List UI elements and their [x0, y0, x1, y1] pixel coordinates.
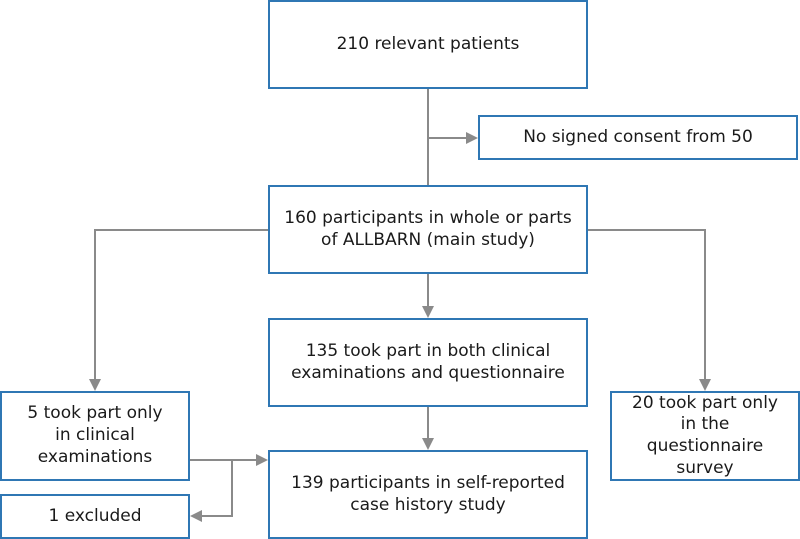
main-study-box: 160 participants in whole or parts of AL…: [268, 185, 588, 274]
questionnaire-only-text: 20 took part only in the questionnaire s…: [632, 392, 778, 478]
connector-to-excluded: [190, 460, 233, 522]
case-history-box: 139 participants in self-reported case h…: [268, 450, 588, 539]
excluded-text: 1 excluded: [48, 505, 142, 526]
clinical-only-text: 5 took part only in clinical examination…: [27, 403, 163, 467]
both-parts-text: 135 took part in both clinical examinati…: [291, 340, 565, 383]
clinical-only-box: 5 took part only in clinical examination…: [0, 391, 190, 481]
connector-main-to-clinical-only: [89, 229, 268, 391]
excluded-box: 1 excluded: [0, 494, 190, 539]
questionnaire-only-box: 20 took part only in the questionnaire s…: [610, 391, 800, 481]
total-patients-box: 210 relevant patients: [268, 0, 588, 89]
both-parts-box: 135 took part in both clinical examinati…: [268, 318, 588, 407]
case-history-text: 139 participants in self-reported case h…: [291, 472, 565, 515]
no-consent-text: No signed consent from 50: [523, 126, 753, 147]
total-patients-text: 210 relevant patients: [336, 33, 520, 54]
no-consent-box: No signed consent from 50: [478, 115, 798, 160]
main-study-text: 160 participants in whole or parts of AL…: [284, 207, 572, 250]
connector-main-to-questionnaire-only: [588, 229, 711, 391]
